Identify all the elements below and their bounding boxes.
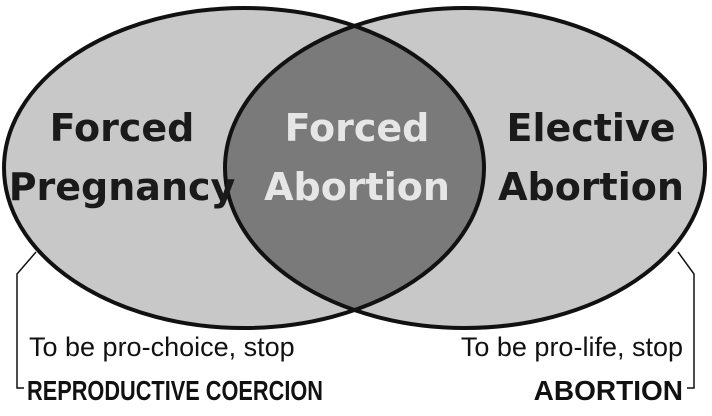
- right-bracket-line: [677, 251, 695, 389]
- right-caption-text: To be pro-life, stop: [461, 332, 683, 362]
- label-elective-abortion-line2: Abortion: [498, 165, 684, 209]
- forced-pregnancy-outline: [2, 6, 486, 330]
- label-forced-pregnancy-line2: Pregnancy: [9, 165, 236, 209]
- elective-abortion-outline: [223, 6, 707, 330]
- overlap-region: [225, 8, 484, 328]
- label-elective-abortion-line1: Elective: [506, 106, 675, 150]
- label-forced-pregnancy-line1: Forced: [50, 106, 195, 150]
- right-caption-emphasis: ABORTION: [534, 375, 683, 406]
- left-bracket-line: [16, 251, 37, 389]
- left-caption-text: To be pro-choice, stop: [29, 332, 295, 362]
- label-forced-abortion-line2: Abortion: [264, 165, 450, 209]
- label-forced-abortion-line1: Forced: [285, 106, 430, 150]
- left-caption-emphasis: REPRODUCTIVE COERCION: [27, 375, 323, 406]
